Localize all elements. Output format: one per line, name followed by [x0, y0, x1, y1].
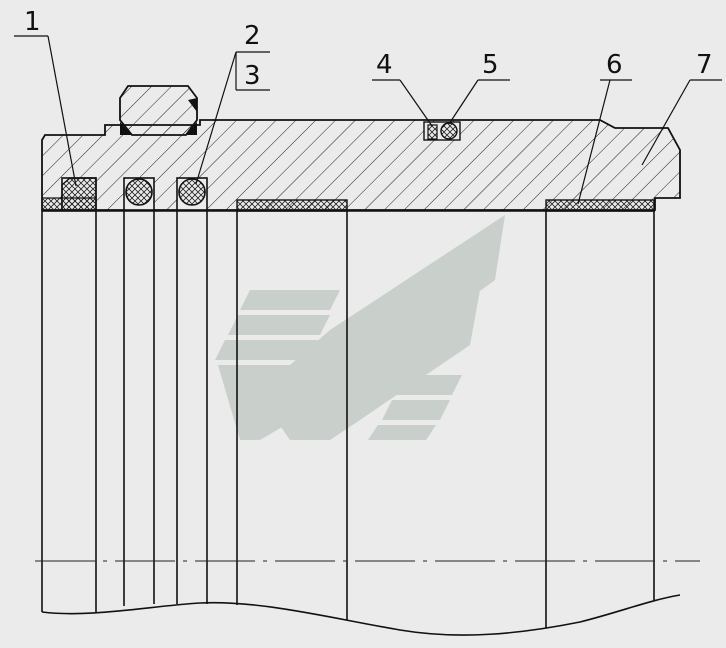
wear-strip-6 [545, 199, 655, 212]
break-line [41, 594, 681, 636]
callout-2: 2 [244, 21, 261, 51]
groove-oring-2 [123, 177, 155, 211]
callout-3: 3 [244, 61, 261, 91]
groove-small-4-5 [423, 121, 461, 141]
watermark-logo [215, 215, 505, 440]
top-ring [119, 85, 198, 136]
groove-oring-3 [176, 177, 208, 211]
left-band [41, 197, 97, 212]
callout-6: 6 [606, 50, 623, 80]
callout-labels: 1 2 3 4 5 6 7 [24, 7, 713, 91]
callout-5: 5 [482, 50, 499, 80]
vertical-lines [41, 211, 655, 628]
leader-lines [14, 35, 722, 205]
callout-4: 4 [376, 50, 393, 80]
callout-7: 7 [696, 50, 713, 80]
wear-strip-left [236, 199, 348, 212]
callout-1: 1 [24, 7, 41, 37]
